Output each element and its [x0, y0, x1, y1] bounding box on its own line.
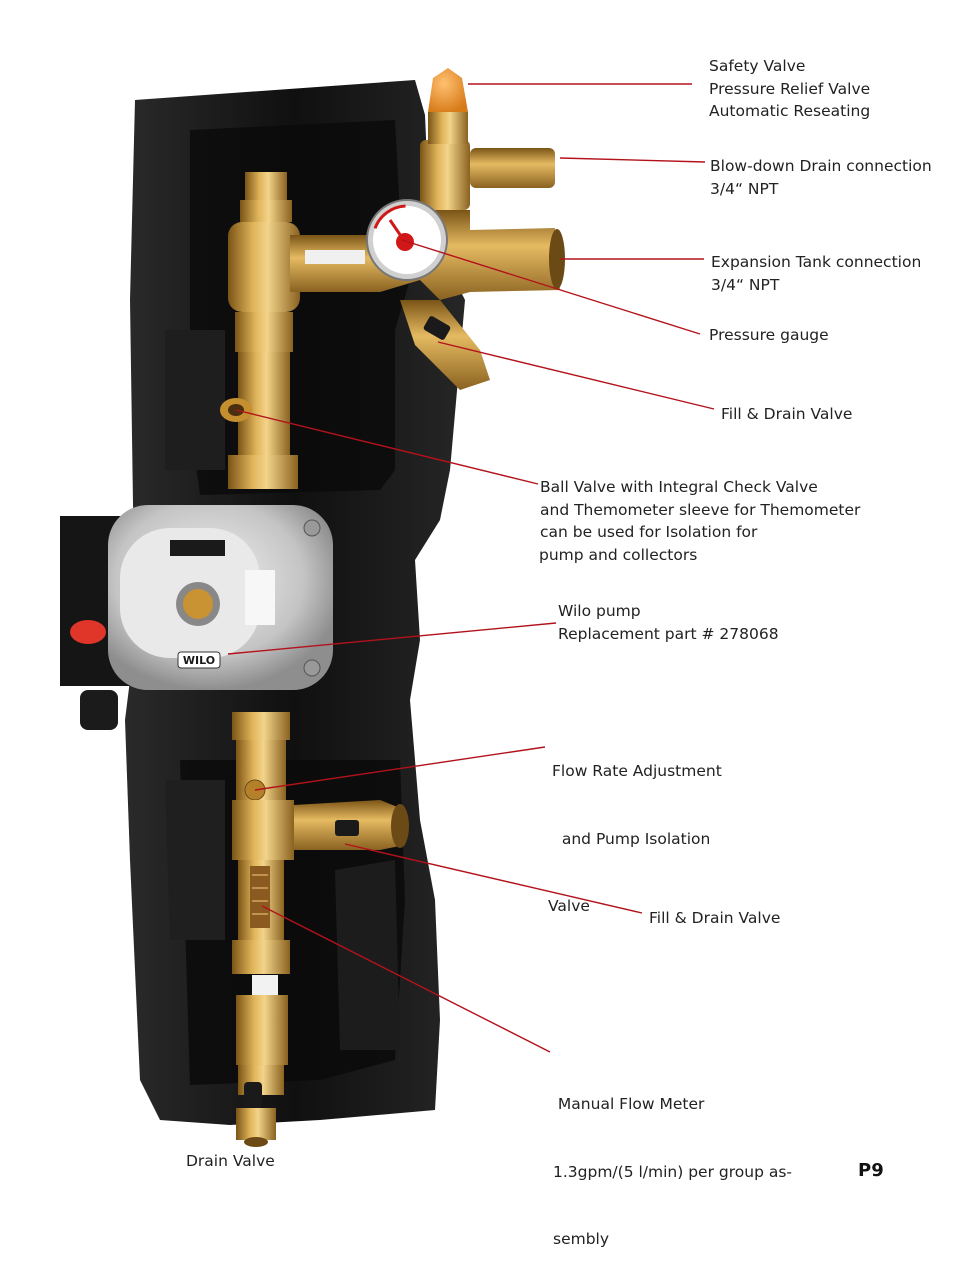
- label-line: Valve: [548, 897, 590, 915]
- label-ball-valve: Ball Valve with Integral Check Valve and…: [539, 476, 861, 566]
- leader-blowdown: [559, 157, 706, 163]
- label-line: 3/4“ NPT: [710, 179, 779, 198]
- pump-station-diagram: WILO: [60, 68, 715, 1147]
- label-safety-valve: Safety Valve Pressure Relief Valve Autom…: [709, 55, 870, 123]
- leader-ball-valve: [235, 409, 539, 485]
- label-line: Replacement part # 278068: [558, 624, 779, 643]
- label-line: Drain Valve: [186, 1152, 275, 1170]
- label-line: Ball Valve with Integral Check Valve: [540, 478, 818, 496]
- label-drain-valve: Drain Valve: [186, 1150, 275, 1173]
- leader-lines: [227, 83, 715, 1053]
- label-fill-drain-top: Fill & Drain Valve: [721, 403, 852, 426]
- label-line: Pressure Relief Valve: [709, 79, 871, 98]
- label-line: Fill & Drain Valve: [721, 405, 853, 423]
- label-line: and Pump Isolation: [552, 829, 711, 848]
- label-line: and Themometer sleeve for Themometer: [540, 500, 861, 519]
- label-line: 1.3gpm/(5 l/min) per group as-: [553, 1162, 793, 1181]
- pump-brand-text: WILO: [183, 654, 215, 667]
- label-line: Fill & Drain Valve: [649, 909, 781, 927]
- label-line: can be used for Isolation for: [540, 523, 758, 541]
- label-line: Expansion Tank connection: [711, 253, 922, 271]
- label-line: Blow-down Drain connection: [710, 157, 932, 175]
- leader-fill-drain-bottom: [344, 843, 643, 914]
- label-line: Flow Rate Adjustment: [552, 762, 722, 780]
- wilo-pump: WILO: [60, 505, 333, 730]
- lower-pipe-assembly: [232, 712, 409, 1147]
- label-expansion-tank: Expansion Tank connection 3/4“ NPT: [711, 251, 921, 296]
- leader-wilo: [227, 622, 557, 655]
- label-line: pump and collectors: [539, 545, 698, 564]
- label-line: Wilo pump: [558, 602, 641, 620]
- label-line: 3/4“ NPT: [711, 275, 780, 294]
- leader-pressure-gauge: [401, 239, 701, 335]
- leader-flow-meter: [261, 905, 551, 1053]
- label-flow-meter: Manual Flow Meter 1.3gpm/(5 l/min) per g…: [553, 1048, 792, 1273]
- leader-flow-rate: [254, 746, 546, 791]
- leader-fill-drain-top: [437, 341, 715, 410]
- label-line: sembly: [553, 1230, 610, 1248]
- page-number: P9: [858, 1160, 884, 1181]
- label-line: Pressure gauge: [709, 326, 829, 344]
- pressure-gauge: [366, 199, 448, 281]
- label-line: Automatic Reseating: [709, 102, 871, 120]
- label-pressure-gauge: Pressure gauge: [709, 324, 829, 347]
- label-fill-drain-bottom: Fill & Drain Valve: [649, 907, 780, 930]
- label-line: Safety Valve: [709, 57, 806, 75]
- label-wilo-pump: Wilo pump Replacement part # 278068: [558, 600, 779, 645]
- upper-pipe-assembly: [220, 68, 565, 489]
- label-line: Manual Flow Meter: [553, 1095, 705, 1113]
- label-blowdown-drain: Blow-down Drain connection 3/4“ NPT: [710, 155, 932, 200]
- label-flow-rate: Flow Rate Adjustment and Pump Isolation …: [548, 715, 722, 940]
